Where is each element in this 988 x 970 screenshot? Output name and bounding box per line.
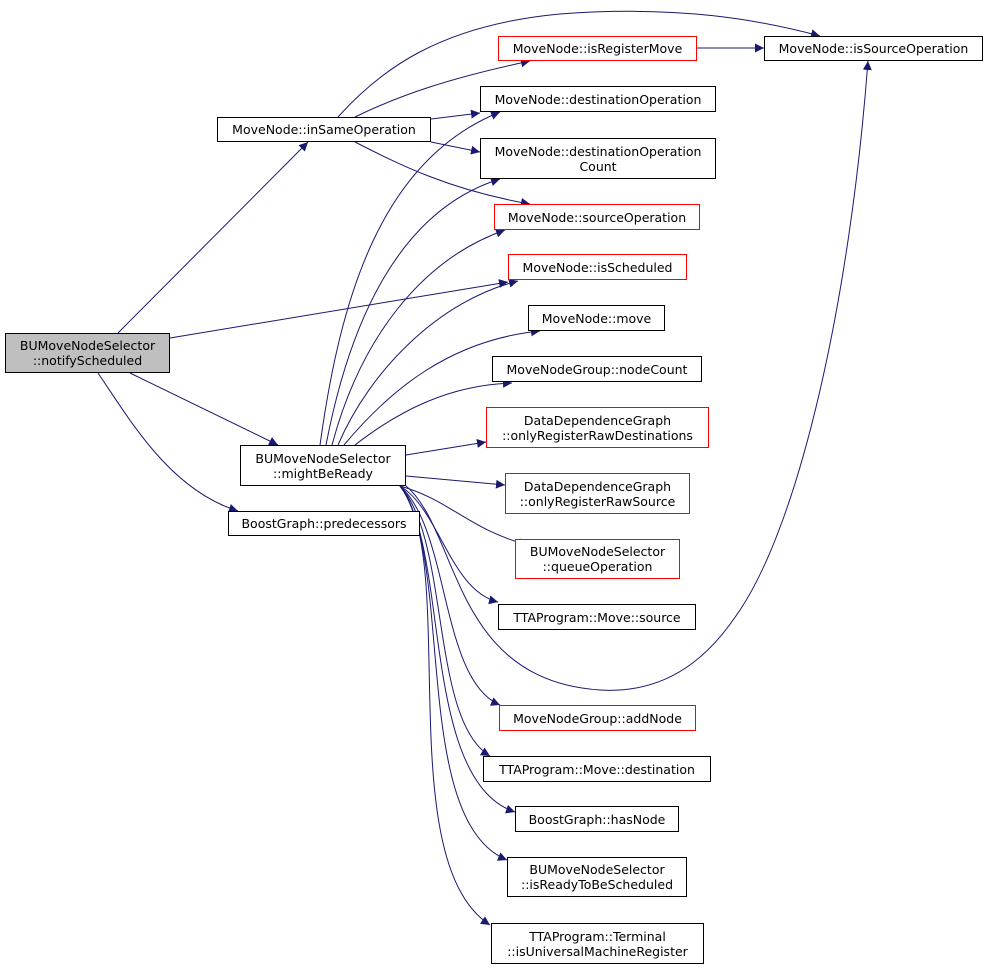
node-predecessors[interactable]: BoostGraph::predecessors bbox=[228, 511, 420, 536]
edge-might-be-ready-to-add-node bbox=[399, 485, 501, 706]
edge-might-be-ready-to-move-source bbox=[399, 485, 499, 605]
node-move-source-label: TTAProgram::Move::source bbox=[513, 609, 681, 625]
node-is-universal-machine-register[interactable]: TTAProgram::Terminal ::isUniversalMachin… bbox=[491, 923, 704, 964]
edge-notify-to-is-scheduled bbox=[169, 279, 509, 339]
node-move[interactable]: MoveNode::move bbox=[528, 305, 665, 331]
node-notify-scheduled: BUMoveNodeSelector ::notifyScheduled bbox=[5, 333, 170, 373]
node-is-source-operation-label: MoveNode::isSourceOperation bbox=[778, 41, 969, 56]
node-is-scheduled-label: MoveNode::isScheduled bbox=[522, 259, 673, 275]
edge-might-be-ready-to-is-source-operation bbox=[404, 60, 872, 691]
node-move-label: MoveNode::move bbox=[541, 310, 652, 326]
node-destination-operation[interactable]: MoveNode::destinationOperation bbox=[480, 86, 716, 112]
node-notify-scheduled-line2: ::notifyScheduled bbox=[32, 353, 143, 368]
edge-in-same-operation-to-source-operation bbox=[354, 141, 531, 207]
node-only-register-raw-destinations[interactable]: DataDependenceGraph ::onlyRegisterRawDes… bbox=[486, 407, 709, 448]
node-has-node-label: BoostGraph::hasNode bbox=[528, 811, 666, 827]
edge-in-same-operation-to-is-source-operation bbox=[337, 10, 821, 118]
node-in-same-operation[interactable]: MoveNode::inSameOperation bbox=[217, 117, 431, 142]
node-is-universal-machine-register-line2: ::isUniversalMachineRegister bbox=[507, 943, 688, 959]
edge-might-be-ready-to-is-ready-to-be-scheduled bbox=[399, 485, 508, 861]
node-destination-operation-count-line1: MoveNode::destinationOperation bbox=[494, 143, 702, 159]
node-node-count-label: MoveNodeGroup::nodeCount bbox=[506, 361, 688, 377]
node-is-source-operation[interactable]: MoveNode::isSourceOperation bbox=[764, 36, 983, 61]
node-is-ready-to-be-scheduled-line2: ::isReadyToBeScheduled bbox=[520, 877, 673, 892]
node-node-count[interactable]: MoveNodeGroup::nodeCount bbox=[492, 356, 702, 382]
node-move-destination-label: TTAProgram::Move::destination bbox=[499, 761, 695, 777]
node-source-operation[interactable]: MoveNode::sourceOperation bbox=[494, 204, 700, 230]
node-destination-operation-count-line2: Count bbox=[579, 158, 617, 174]
node-destination-operation-label: MoveNode::destinationOperation bbox=[494, 91, 702, 107]
node-only-register-raw-source-line2: ::onlyRegisterRawSource bbox=[519, 493, 676, 509]
node-queue-operation-line1: BUMoveNodeSelector bbox=[529, 544, 666, 559]
node-is-universal-machine-register-line1: TTAProgram::Terminal bbox=[529, 928, 666, 944]
edge-might-be-ready-to-destination-operation bbox=[319, 111, 501, 446]
edge-might-be-ready-to-is-scheduled bbox=[337, 278, 519, 446]
node-only-register-raw-source-line1: DataDependenceGraph bbox=[523, 478, 672, 494]
edge-notify-to-predecessors bbox=[97, 372, 239, 513]
edge-might-be-ready-to-source-operation bbox=[331, 228, 506, 446]
node-only-register-raw-source[interactable]: DataDependenceGraph ::onlyRegisterRawSou… bbox=[505, 473, 690, 514]
edge-might-be-ready-to-only-register-raw-source bbox=[405, 475, 506, 489]
node-add-node[interactable]: MoveNodeGroup::addNode bbox=[499, 705, 696, 731]
node-predecessors-label: BoostGraph::predecessors bbox=[241, 516, 407, 531]
edge-might-be-ready-to-move bbox=[343, 327, 541, 446]
node-source-operation-label: MoveNode::sourceOperation bbox=[507, 209, 687, 225]
node-is-scheduled[interactable]: MoveNode::isScheduled bbox=[508, 254, 687, 280]
node-might-be-ready[interactable]: BUMoveNodeSelector ::mightBeReady bbox=[240, 445, 406, 486]
edge-notify-to-in-same-operation bbox=[117, 141, 309, 334]
edge-might-be-ready-to-queue-operation bbox=[399, 485, 529, 548]
node-is-register-move[interactable]: MoveNode::isRegisterMove bbox=[498, 36, 697, 61]
edge-might-be-ready-to-only-register-raw-destinations bbox=[405, 439, 487, 456]
node-queue-operation[interactable]: BUMoveNodeSelector ::queueOperation bbox=[515, 539, 680, 579]
node-is-ready-to-be-scheduled-line1: BUMoveNodeSelector bbox=[529, 862, 665, 877]
node-move-destination[interactable]: TTAProgram::Move::destination bbox=[483, 756, 711, 782]
edge-notify-to-might-be-ready bbox=[129, 372, 279, 446]
node-only-register-raw-destinations-line1: DataDependenceGraph bbox=[523, 412, 672, 428]
node-only-register-raw-destinations-line2: ::onlyRegisterRawDestinations bbox=[502, 427, 693, 443]
node-add-node-label: MoveNodeGroup::addNode bbox=[513, 710, 682, 726]
edge-might-be-ready-to-destination-operation-count bbox=[325, 177, 501, 446]
node-notify-scheduled-line1: BUMoveNodeSelector bbox=[19, 338, 156, 353]
node-move-source[interactable]: TTAProgram::Move::source bbox=[498, 604, 696, 630]
node-in-same-operation-label: MoveNode::inSameOperation bbox=[232, 122, 416, 137]
node-might-be-ready-line1: BUMoveNodeSelector bbox=[255, 450, 391, 466]
node-is-register-move-label: MoveNode::isRegisterMove bbox=[512, 41, 683, 56]
edge-might-be-ready-to-node-count bbox=[354, 378, 513, 446]
node-has-node[interactable]: BoostGraph::hasNode bbox=[515, 806, 679, 832]
node-is-ready-to-be-scheduled[interactable]: BUMoveNodeSelector ::isReadyToBeSchedule… bbox=[507, 857, 687, 897]
edge-in-same-operation-to-destination-operation bbox=[430, 109, 481, 120]
node-destination-operation-count[interactable]: MoveNode::destinationOperation Count bbox=[480, 138, 716, 179]
node-might-be-ready-line2: ::mightBeReady bbox=[273, 465, 373, 481]
edge-in-same-operation-to-destination-operation-count bbox=[430, 141, 481, 155]
edge-in-same-operation-to-is-register-move bbox=[354, 58, 531, 118]
node-queue-operation-line2: ::queueOperation bbox=[542, 559, 653, 574]
